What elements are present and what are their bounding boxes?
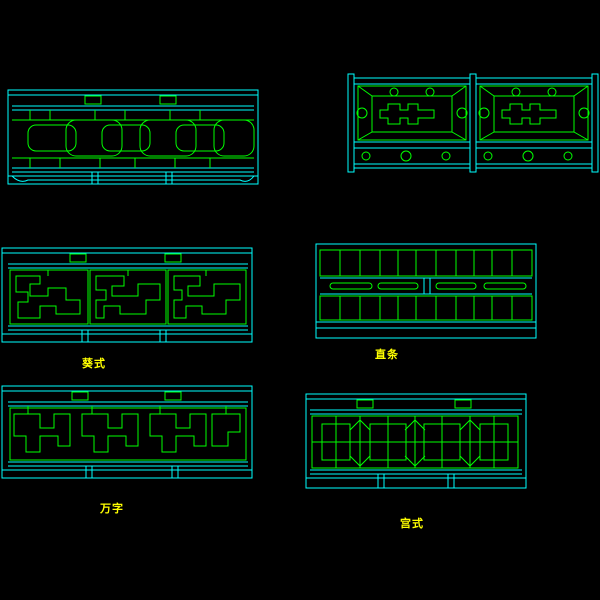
- panel-3-label: 葵式: [82, 357, 106, 370]
- panel-5-label: 万字: [100, 502, 124, 515]
- railing-panel-1: [7, 89, 259, 185]
- railing-panel-2: [347, 73, 599, 173]
- railing-panel-5: [1, 385, 253, 479]
- panel-6-label: 宫式: [400, 517, 424, 530]
- panel-4-label: 直条: [375, 348, 399, 361]
- railing-panel-6: [305, 393, 527, 489]
- railing-panel-3: [1, 247, 253, 343]
- railing-panel-4: [315, 243, 537, 339]
